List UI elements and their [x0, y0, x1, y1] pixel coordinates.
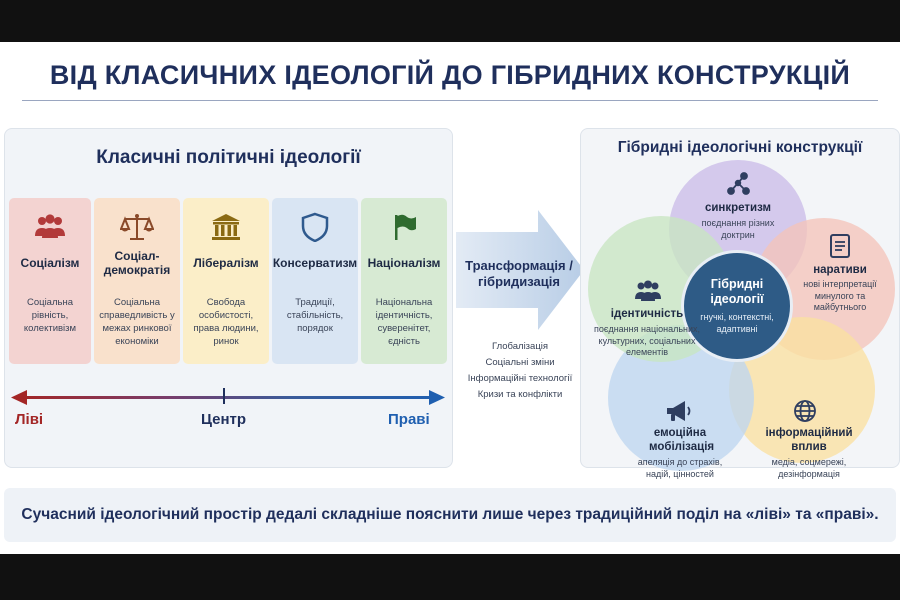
element-desc: апеляція до страхів, надій, цінностей: [637, 457, 723, 479]
conclusion-bar: Сучасний ідеологічний простір дедалі скл…: [4, 488, 896, 542]
card-name: Консерватизм: [272, 256, 358, 270]
element-desc: поєднання національних, культурних, соці…: [593, 324, 701, 357]
conclusion-text: Сучасний ідеологічний простір дедалі скл…: [21, 506, 879, 523]
classic-panel-title: Класичні політичні ідеології: [96, 147, 361, 168]
globe-icon: [794, 400, 816, 422]
card-name: Націоналізм: [367, 256, 441, 270]
element-name: наративи: [813, 264, 867, 276]
syncretism-text: синкретизм поєднання різних доктрин: [685, 201, 791, 241]
driver-item: Соціальні зміни: [485, 357, 555, 368]
info-influence-text: інформаційний вплив медіа, соцмережі, де…: [753, 426, 865, 480]
card-name: Соціалізм: [20, 256, 80, 270]
element-desc: медіа, соцмережі, дезінформація: [771, 457, 847, 479]
card-name: Лібералізм: [193, 256, 259, 270]
flag-icon: [361, 212, 447, 244]
card-conservatism: Консерватизм Традиції, стабільність, пор…: [272, 198, 358, 364]
transformation-title: Трансформація / гібридизація: [465, 258, 573, 289]
element-name: емоційна мобілізація: [649, 427, 715, 453]
identity-text: ідентичність поєднання національних, кул…: [593, 307, 701, 359]
card-name: Соціал-демократія: [103, 249, 171, 277]
card-socialism: Соціалізм Соціальна рівність, колективіз…: [9, 198, 91, 364]
people-icon: [9, 212, 91, 244]
card-desc: Свобода особистості, права людини, ринок: [193, 297, 259, 347]
axis-center-tick: [223, 388, 225, 404]
card-social-democracy: Соціал-демократія Соціальна справедливіс…: [94, 198, 180, 364]
card-desc: Соціальна справедливість у межах ринково…: [99, 297, 175, 347]
infographic: ВІД КЛАСИЧНИХ ІДЕОЛОГІЙ ДО ГІБРИДНИХ КОН…: [0, 42, 900, 554]
transformation-drivers: Глобалізація Соціальні зміни Інформаційн…: [458, 339, 582, 403]
hybrid-panel-title: Гібридні ідеологічні конструкції: [617, 139, 863, 156]
center-name: Гібридні ідеології: [710, 277, 764, 306]
emotional-mobilization-text: емоційна мобілізація апеляція до страхів…: [621, 426, 739, 480]
title-divider: [22, 100, 878, 101]
transformation-arrow: [456, 210, 584, 330]
center-desc: гнучкі, контекстні, адаптивні: [700, 312, 774, 334]
element-desc: нові інтерпретації минулого та майбутньо…: [803, 279, 877, 312]
axis-left-arrowhead: [11, 390, 27, 405]
driver-item: Інформаційні технології: [467, 373, 573, 384]
scales-icon: [94, 212, 180, 244]
shield-icon: [272, 212, 358, 244]
center-text: Гібридні ідеології гнучкі, контекстні, а…: [681, 277, 793, 335]
page-title: ВІД КЛАСИЧНИХ ІДЕОЛОГІЙ ДО ГІБРИДНИХ КОН…: [49, 60, 851, 90]
left-right-axis: [19, 396, 437, 399]
card-desc: Національна ідентичність, суверенітет, є…: [375, 297, 433, 347]
hybrid-center-circle: [681, 250, 793, 362]
axis-right-arrowhead: [429, 390, 445, 405]
building-icon: [183, 212, 269, 244]
element-desc: поєднання різних доктрин: [701, 218, 775, 240]
hybrid-constructs-panel: Гібридні ідеологічні конструкції Гібридн…: [580, 128, 900, 479]
element-name: інформаційний вплив: [765, 427, 853, 453]
axis-right-label: Праві: [388, 411, 430, 428]
narratives-text: наративи нові інтерпретації минулого та …: [781, 263, 899, 314]
network-icon: [727, 172, 750, 195]
axis-left-label: Ліві: [15, 411, 44, 428]
document-icon: [830, 234, 850, 258]
group-icon: [635, 280, 661, 301]
driver-item: Глобалізація: [491, 341, 549, 352]
card-liberalism: Лібералізм Свобода особистості, права лю…: [183, 198, 269, 364]
megaphone-icon: [667, 401, 691, 421]
card-desc: Соціальна рівність, колективізм: [23, 297, 77, 334]
driver-item: Кризи та конфлікти: [477, 389, 563, 400]
card-desc: Традиції, стабільність, порядок: [286, 297, 344, 334]
element-name: ідентичність: [610, 308, 684, 320]
element-name: синкретизм: [704, 202, 772, 214]
classic-ideologies-panel: Класичні політичні ідеології Соціалізм С…: [4, 128, 453, 468]
card-nationalism: Націоналізм Національна ідентичність, су…: [361, 198, 447, 364]
axis-center-label: Центр: [201, 411, 247, 428]
